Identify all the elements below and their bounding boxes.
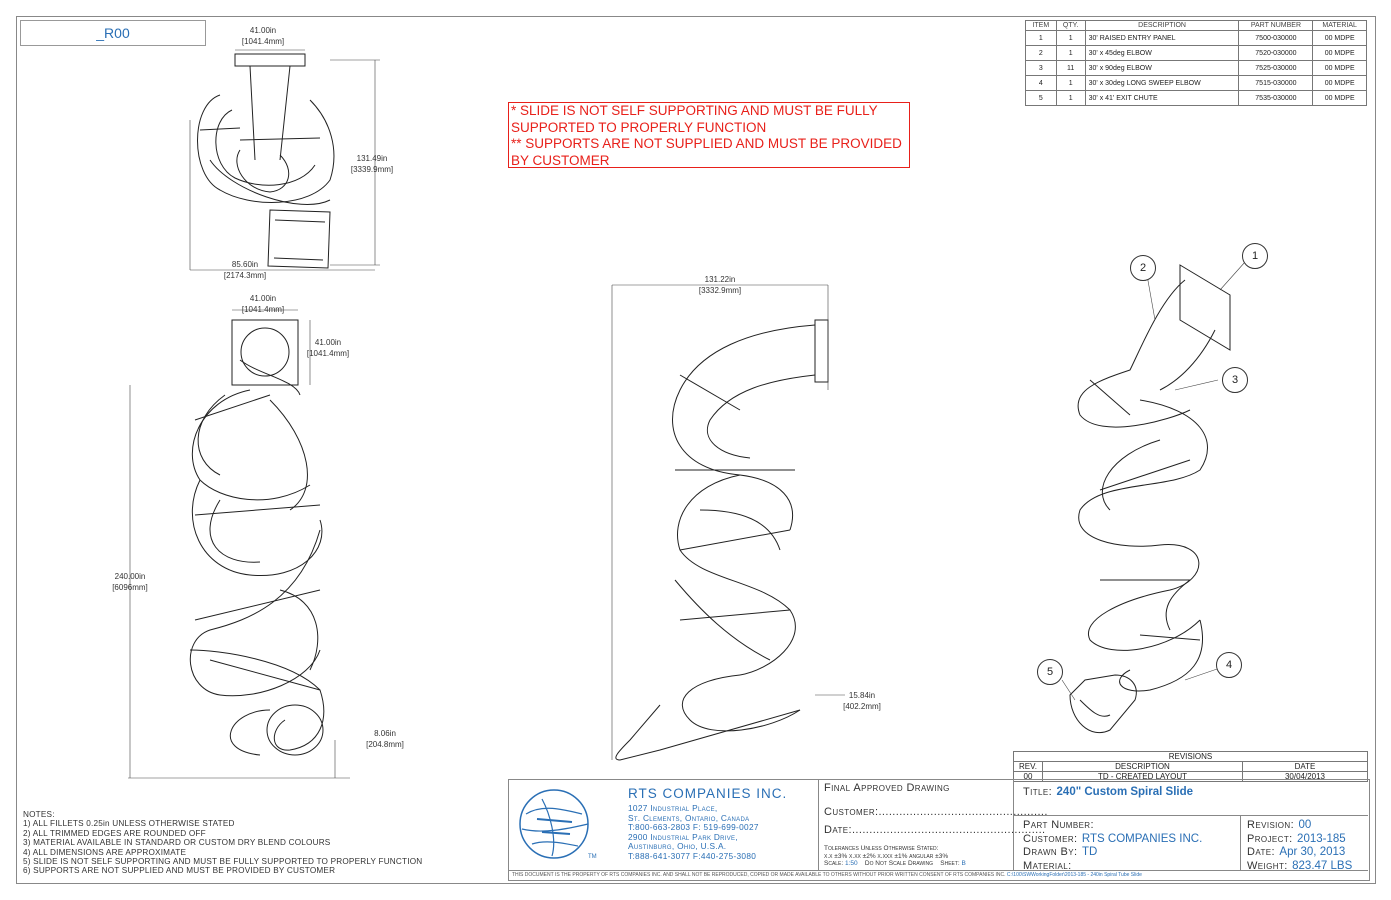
balloon-1: 1 [1242, 243, 1268, 269]
note-item: 5) SLIDE IS NOT SELF SUPPORTING AND MUST… [23, 857, 423, 867]
note-item: 4) ALL DIMENSIONS ARE APPROXIMATE [23, 847, 187, 857]
bom-header-material: MATERIAL [1312, 20, 1367, 31]
revisions-title: REVISIONS [1013, 751, 1368, 762]
revision-tag: _R00 [20, 20, 206, 46]
bom-header-qty: QTY. [1055, 20, 1086, 31]
company-name: RTS COMPANIES INC. [628, 786, 788, 801]
note-item: 6) SUPPORTS ARE NOT SUPPLIED AND MUST BE… [23, 866, 336, 876]
bom-header-desc: DESCRIPTION [1084, 20, 1240, 31]
top-height-dim: 131.49in[3339.9mm] [350, 154, 394, 174]
approval-date: Date:...................................… [824, 824, 1046, 836]
balloon-2: 2 [1130, 255, 1156, 281]
note-item: 2) ALL TRIMMED EDGES ARE ROUNDED OFF [23, 828, 206, 838]
support-warning: * SLIDE IS NOT SELF SUPPORTING AND MUST … [508, 102, 910, 168]
footer-disclaimer: THIS DOCUMENT IS THE PROPERTY OF RTS COM… [512, 872, 1142, 878]
trademark: TM [588, 854, 597, 860]
bom-header-part: PART NUMBER [1238, 20, 1314, 31]
front-exit-dim: 8.06in[204.8mm] [366, 729, 404, 749]
top-depth-dim: 85.60in[2174.3mm] [223, 260, 267, 280]
notes-title: NOTES: [23, 810, 55, 819]
approval-customer: Customer:...............................… [824, 806, 1048, 818]
balloon-3: 3 [1222, 367, 1248, 393]
front-view-drawing [128, 309, 350, 779]
approval-title: Final Approved Drawing [824, 782, 950, 794]
note-item: 3) MATERIAL AVAILABLE IN STANDARD OR CUS… [23, 838, 331, 848]
side-exit-dim: 15.84in[402.2mm] [843, 691, 881, 711]
title-block [508, 779, 1370, 881]
revisions-table: REVISIONS REV. DESCRIPTION DATE 00 TD - … [1013, 751, 1368, 782]
tolerances-block: Tolerances Unless Otherwise Stated: x.x … [824, 845, 966, 867]
drawing-title: Title: 240" Custom Spiral Slide [1023, 786, 1193, 798]
note-item: 1) ALL FILLETS 0.25in UNLESS OTHERWISE S… [23, 819, 235, 829]
side-view-drawing [611, 284, 845, 761]
bom-header-item: ITEM [1025, 20, 1057, 31]
front-height-dim: 240.00in[6096mm] [112, 572, 148, 592]
notes-block: NOTES: 1) ALL FILLETS 0.25in UNLESS OTHE… [23, 810, 422, 876]
title-fields-left: Part Number: Customer: RTS COMPANIES INC… [1023, 819, 1203, 872]
balloon-5: 5 [1037, 659, 1063, 685]
company-address: 1027 Industrial Place, St. Clements, Ont… [628, 803, 759, 861]
bill-of-materials: ITEM QTY. DESCRIPTION PART NUMBER MATERI… [1025, 20, 1367, 106]
table-row: 00 TD - CREATED LAYOUT 30/04/2013 [1013, 771, 1368, 782]
isometric-view-drawing [1061, 261, 1246, 733]
title-fields-right: Revision: 00 Project: 2013-185 Date: Apr… [1247, 819, 1353, 872]
front-side-dim: 41.00in[1041.4mm] [306, 338, 350, 358]
top-view-drawing [189, 49, 380, 271]
side-width-dim: 131.22in[3332.9mm] [698, 275, 742, 295]
drawing-sheet [16, 16, 1376, 884]
top-width-dim: 41.00in[1041.4mm] [241, 26, 285, 46]
front-width-dim: 41.00in[1041.4mm] [241, 294, 285, 314]
company-logo-icon [519, 789, 589, 859]
balloon-4: 4 [1216, 652, 1242, 678]
